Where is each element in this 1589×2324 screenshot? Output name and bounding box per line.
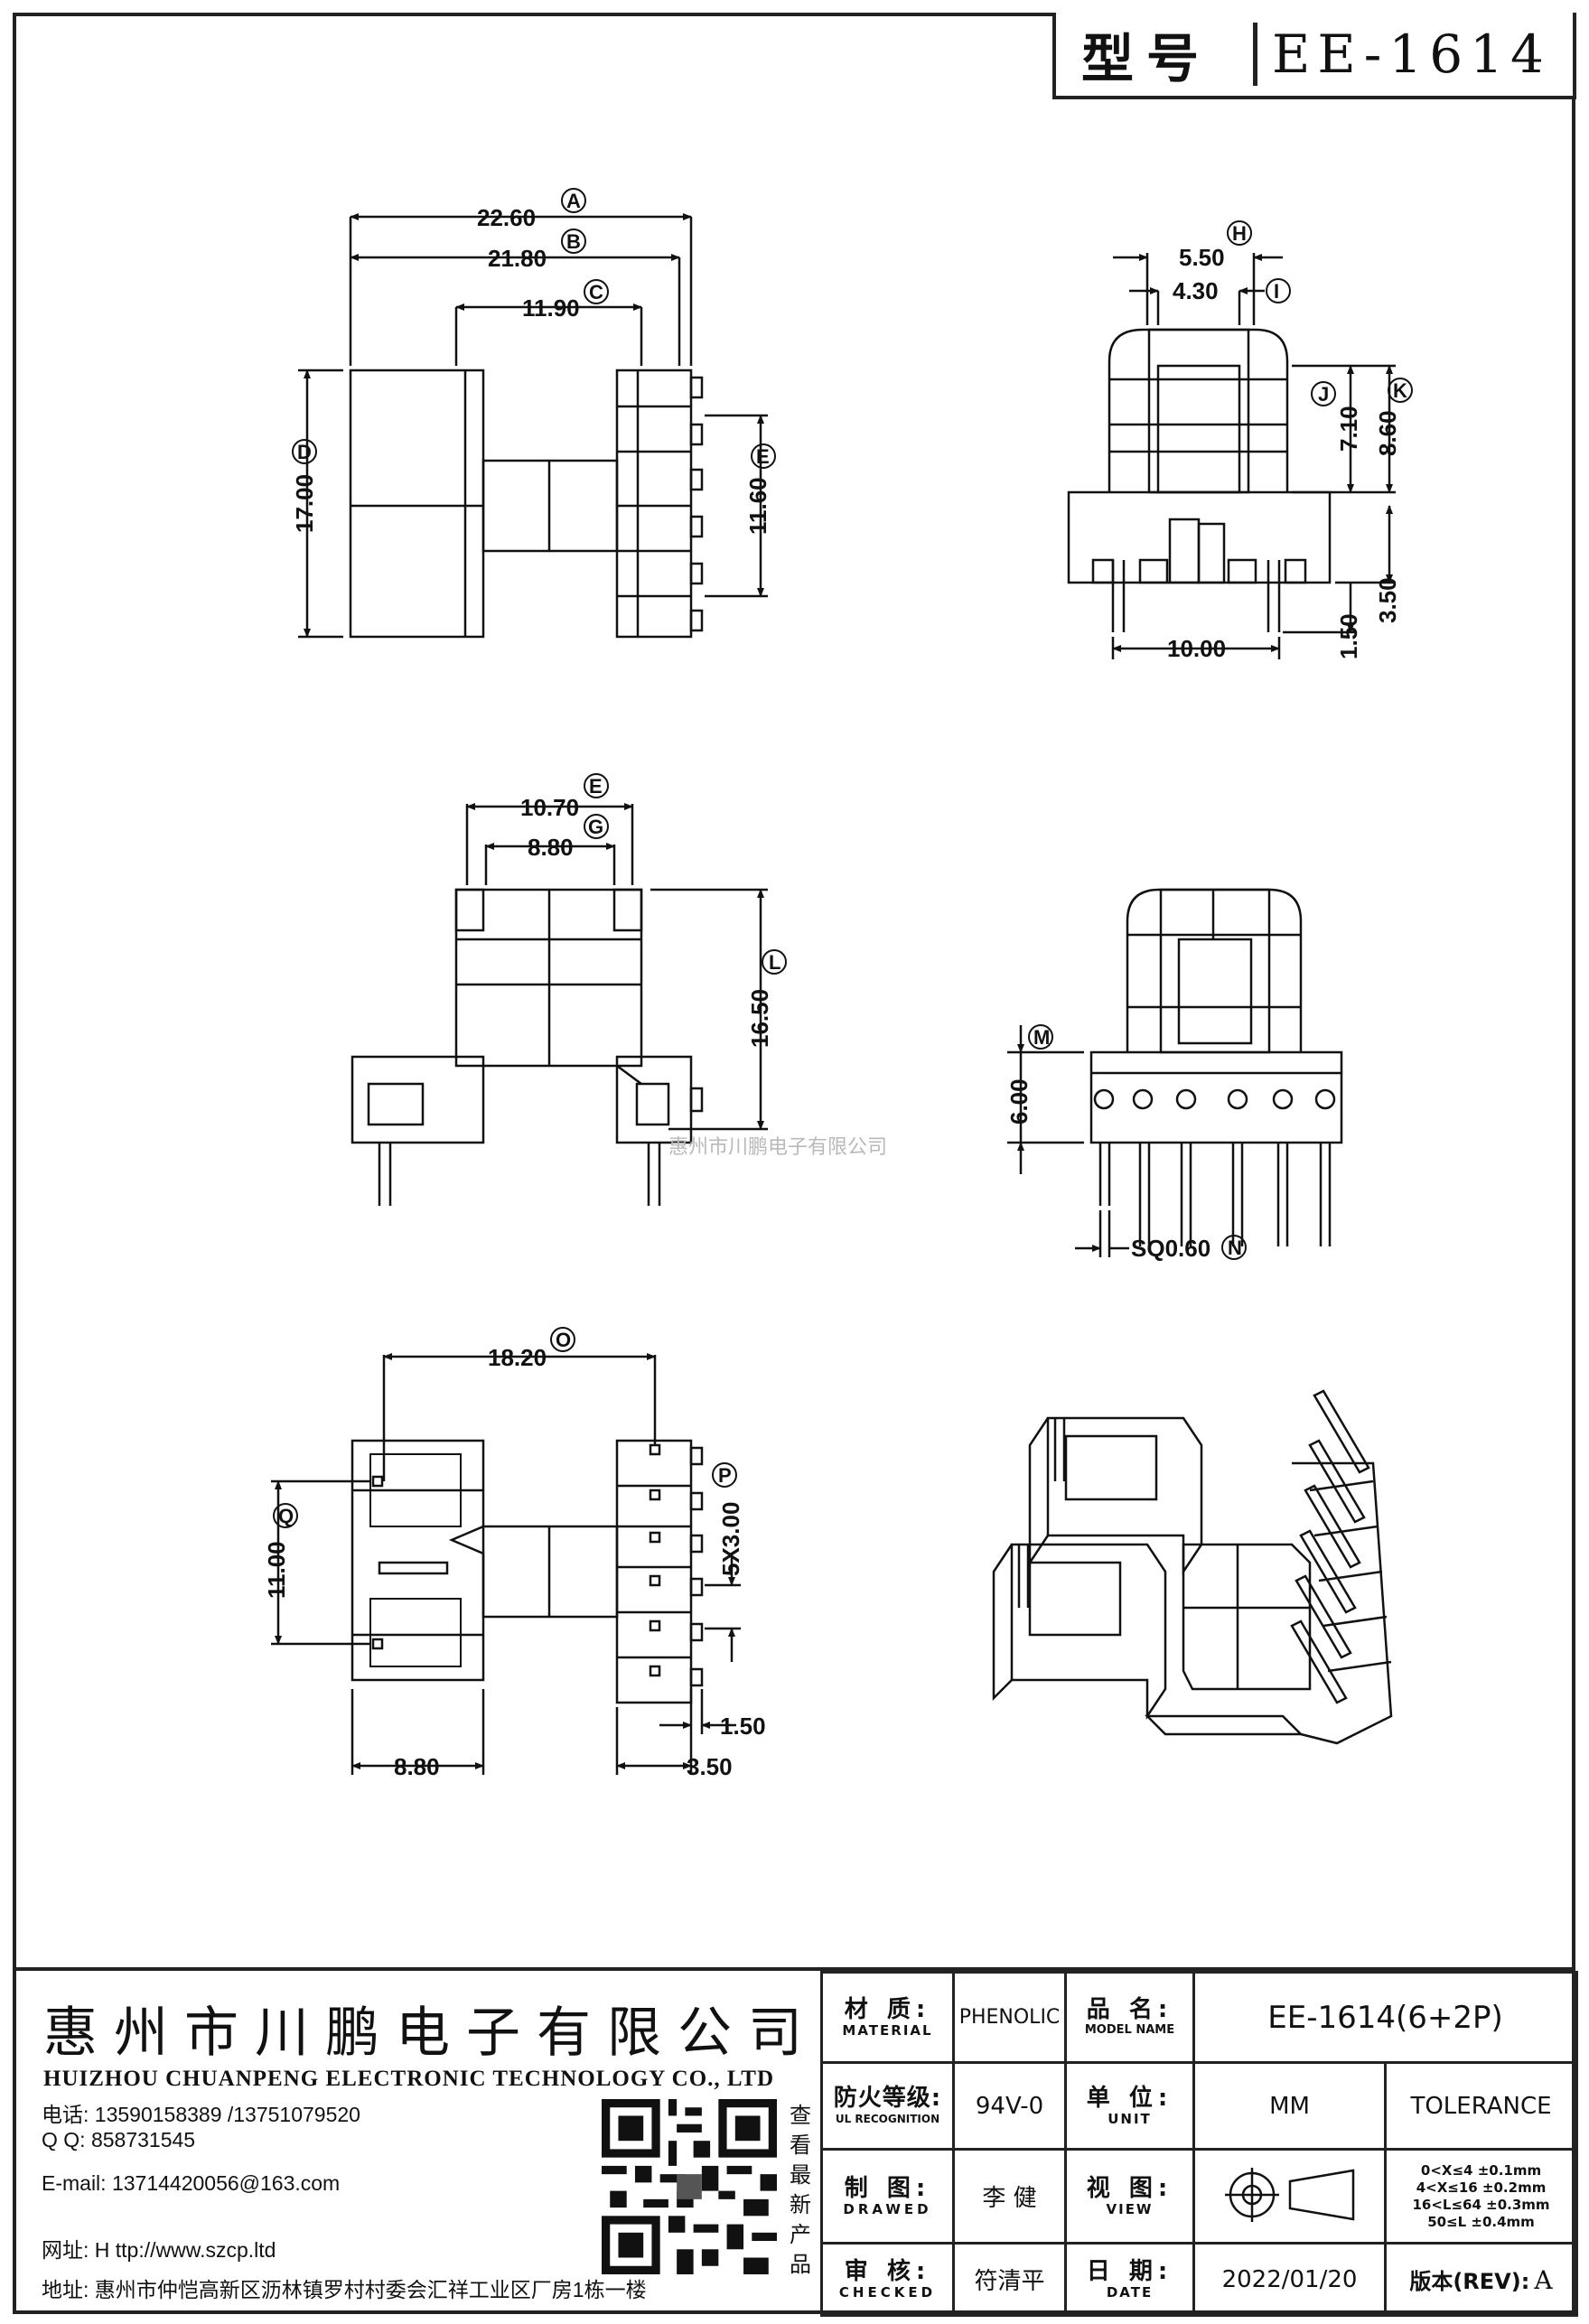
dim-18-20: 18.20 bbox=[488, 1344, 547, 1371]
model-number: EE-1614 bbox=[1272, 23, 1551, 85]
dim-8-80-bottom: 8.80 bbox=[394, 1753, 440, 1780]
dim-8-80-top: 8.80 bbox=[528, 834, 574, 861]
dim-11-60: 11.60 bbox=[744, 477, 771, 535]
model-name-value: EE-1614(6+2P) bbox=[1192, 1971, 1579, 2064]
technical-drawing: 22.60 21.80 11.90 17.00 11.60 A B C D E bbox=[263, 188, 1413, 1780]
view-label: 视 图:VIEW bbox=[1064, 2148, 1195, 2245]
side-view bbox=[1067, 253, 1396, 659]
watermark-text: 惠州市川鹏电子有限公司 bbox=[668, 1136, 887, 1159]
dim-16-50: 16.50 bbox=[746, 989, 773, 1048]
dim-10-70: 10.70 bbox=[520, 794, 579, 821]
callout-a: A bbox=[566, 190, 581, 212]
checked-label: 审 核:CHECKED bbox=[820, 2242, 955, 2317]
dim-3-50-top: 3.50 bbox=[687, 1753, 733, 1780]
callout-c: C bbox=[589, 281, 603, 303]
iso-pins bbox=[1290, 1389, 1370, 1704]
top-view bbox=[271, 1353, 741, 1775]
callout-e2: E bbox=[589, 775, 603, 798]
callout-n: N bbox=[1228, 1237, 1242, 1259]
projection-symbol bbox=[1192, 2148, 1387, 2245]
bottom-front-view bbox=[351, 803, 768, 1206]
company-qq: Q Q: 858731545 bbox=[42, 2128, 196, 2151]
tab-separator bbox=[1253, 23, 1257, 86]
dim-8-60: 8.60 bbox=[1374, 410, 1401, 456]
fire-rating-label: 防火等级:UL RECOGNITION bbox=[820, 2061, 955, 2151]
material-value: PHENOLIC bbox=[952, 1971, 1067, 2064]
pin-side-view bbox=[1007, 888, 1343, 1257]
callout-b: B bbox=[566, 230, 581, 253]
callout-l: L bbox=[769, 951, 780, 974]
third-angle-projection-icon bbox=[1224, 2167, 1354, 2222]
dim-22-60: 22.60 bbox=[477, 204, 536, 231]
callout-m: M bbox=[1033, 1026, 1050, 1049]
dim-21-80: 21.80 bbox=[488, 245, 547, 272]
dim-sq0-60: SQ0.60 bbox=[1131, 1235, 1210, 1262]
dim-4-30: 4.30 bbox=[1173, 277, 1219, 304]
dim-3-50-side: 3.50 bbox=[1374, 577, 1401, 623]
tolerance-list: 0<X≤4 ±0.1mm 4<X≤16 ±0.2mm 16<L≤64 ±0.3m… bbox=[1383, 2148, 1579, 2245]
dim-6-00: 6.00 bbox=[1005, 1078, 1033, 1125]
dim-5-50: 5.50 bbox=[1179, 244, 1225, 271]
callout-p: P bbox=[718, 1464, 732, 1487]
qr-caption: 查看最新产品 bbox=[790, 2103, 811, 2277]
title-block-table: 材 质:MATERIAL PHENOLIC 品 名:MODEL NAME EE-… bbox=[820, 1971, 1579, 2317]
company-tel: 电话: 13590158389 /13751079520 bbox=[42, 2103, 360, 2126]
date-label: 日 期:DATE bbox=[1064, 2242, 1195, 2317]
material-label: 材 质:MATERIAL bbox=[820, 1971, 955, 2064]
callout-i: I bbox=[1274, 280, 1279, 303]
callout-e1: E bbox=[756, 445, 770, 468]
dim-17-00: 17.00 bbox=[291, 474, 318, 533]
qr-code-icon bbox=[602, 2099, 777, 2274]
company-email: E-mail: 13714420056@163.com bbox=[42, 2171, 341, 2195]
top-view-pins bbox=[649, 1443, 704, 1687]
dim-1-50-top: 1.50 bbox=[720, 1713, 766, 1740]
isometric-view bbox=[992, 1389, 1393, 1745]
dim-1-50-side: 1.50 bbox=[1335, 613, 1362, 659]
callout-h: H bbox=[1232, 222, 1247, 245]
fire-rating-value: 94V-0 bbox=[952, 2061, 1067, 2151]
company-info: 惠州市川鹏电子有限公司 HUIZHOU CHUANPENG ELECTRONIC… bbox=[16, 1971, 820, 2318]
dim-11-90: 11.90 bbox=[522, 294, 580, 322]
callout-j: J bbox=[1318, 383, 1329, 406]
date-value: 2022/01/20 bbox=[1192, 2242, 1387, 2317]
pin-row bbox=[1093, 1088, 1336, 1110]
dim-7-10: 7.10 bbox=[1335, 406, 1362, 452]
revision-label: 版本(REV): bbox=[1409, 2269, 1530, 2294]
dim-5x3-00: 5X3.00 bbox=[717, 1502, 744, 1576]
company-web[interactable]: 网址: H ttp://www.szcp.ltd bbox=[42, 2238, 276, 2262]
dim-10-00: 10.00 bbox=[1167, 635, 1226, 662]
company-name-en: HUIZHOU CHUANPENG ELECTRONIC TECHNOLOGY … bbox=[43, 2067, 774, 2091]
checked-value: 符清平 bbox=[952, 2242, 1067, 2317]
callout-q: Q bbox=[278, 1505, 294, 1527]
drawn-value: 李 健 bbox=[952, 2148, 1067, 2245]
drawn-label: 制 图:DRAWED bbox=[820, 2148, 955, 2245]
revision-value: A bbox=[1534, 2265, 1553, 2295]
model-label: 型号 bbox=[1081, 28, 1212, 89]
company-address: 地址: 惠州市仲恺高新区沥林镇罗村村委会汇祥工业区厂房1栋一楼 bbox=[42, 2278, 647, 2301]
tolerance-label: TOLERANCE bbox=[1383, 2061, 1579, 2151]
front-view bbox=[298, 213, 768, 639]
title-block: 惠州市川鹏电子有限公司 HUIZHOU CHUANPENG ELECTRONIC… bbox=[13, 1967, 1579, 2317]
dim-11-00: 11.00 bbox=[263, 1541, 290, 1599]
unit-value: MM bbox=[1192, 2061, 1387, 2151]
company-name-cn: 惠州市川鹏电子有限公司 bbox=[43, 2002, 818, 2065]
revision-cell: 版本(REV): A bbox=[1383, 2242, 1579, 2317]
callout-o: O bbox=[556, 1329, 571, 1351]
model-name-label: 品 名:MODEL NAME bbox=[1064, 1971, 1195, 2064]
unit-label: 单 位:UNIT bbox=[1064, 2061, 1195, 2151]
callout-k: K bbox=[1393, 379, 1407, 402]
callout-d: D bbox=[297, 441, 312, 463]
callout-g: G bbox=[588, 816, 603, 838]
model-title-tab: 型号 EE-1614 bbox=[1052, 13, 1576, 99]
